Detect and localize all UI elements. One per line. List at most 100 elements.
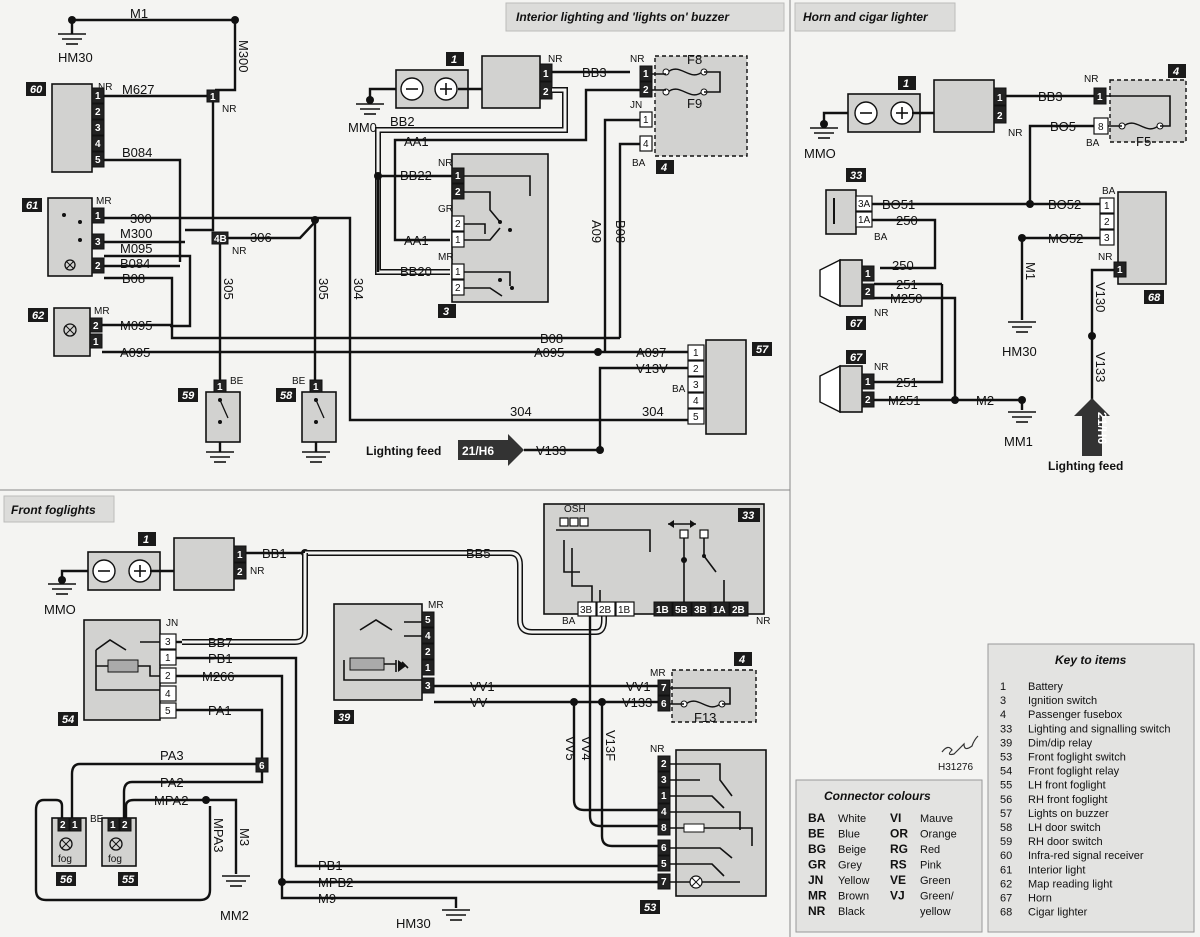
label-m627: M627 [122,82,155,97]
svg-text:1: 1 [543,69,549,80]
svg-text:BA: BA [632,158,646,169]
wire-m9 [280,882,458,908]
svg-text:NR: NR [650,744,664,755]
label-b08c: B08 [540,331,563,346]
svg-text:1: 1 [1097,92,1103,103]
svg-text:NR: NR [1084,74,1098,85]
connector-colour-name: Blue [838,829,860,841]
key-item-label: Ignition switch [1028,695,1097,707]
connector-colour-name: Yellow [838,875,869,887]
wire-304 [315,216,690,422]
svg-text:5B: 5B [675,605,688,616]
label-v133h: V133 [1093,352,1108,382]
key-item-number: 55 [1000,780,1012,792]
component-39-dimdip-relay: 39 MR 5 4 2 1 3 [333,600,444,724]
svg-text:7: 7 [661,683,667,694]
section-interior-title: Interior lighting and 'lights on' buzzer [505,2,785,32]
svg-text:BA: BA [874,232,888,243]
svg-text:fog: fog [108,854,122,865]
connector-colour-name: Red [920,844,940,856]
svg-text:3: 3 [693,380,699,391]
label-251a: 251 [896,277,918,292]
svg-text:1: 1 [643,115,649,126]
svg-text:BA: BA [1102,186,1116,197]
connector-colour-code: BG [808,842,826,856]
svg-text:3: 3 [661,775,667,786]
wire-vv5 [572,702,658,812]
wire-pb1 [176,656,658,868]
component-4-fusebox-horn: 4 NR 1 8 BA F5 [1084,64,1187,149]
svg-text:68: 68 [1148,292,1161,304]
svg-text:1A: 1A [858,215,871,226]
component-67-horn-a: 1 2 NR 67 [819,258,888,330]
svg-text:5: 5 [425,615,431,626]
key-item-number: 4 [1000,709,1006,721]
component-62-map-light: 62 MR 2 1 [28,306,110,357]
svg-text:NR: NR [874,308,888,319]
svg-text:fog: fog [58,854,72,865]
svg-text:1: 1 [455,267,461,278]
component-59-door-switch: 59 1 BE [178,376,244,463]
key-item-label: Passenger fusebox [1028,709,1123,721]
component-1-battery-fog: 1 1 2 NR [87,532,264,591]
ground-mm1: MM1 [1004,411,1036,449]
component-61-interior-light: 61 MR 1 3 2 [22,196,112,277]
connector-colour-code: NR [808,904,826,918]
wire-v130 [1090,268,1114,400]
key-item-label: Battery [1028,681,1063,693]
svg-text:56: 56 [60,874,73,886]
label-v13v: V13V [636,361,668,376]
label-pa3: PA3 [160,748,184,763]
label-vv1a: VV1 [470,679,495,694]
connector-colour-code: VI [890,811,901,825]
svg-text:33: 33 [742,510,754,522]
svg-text:61: 61 [26,200,38,212]
svg-text:2B: 2B [732,605,745,616]
svg-text:2: 2 [95,261,101,272]
wire-m250 [874,296,957,402]
ground-mmo-fog: MMO [44,583,76,617]
ground-hm30-top: HM30 [58,16,93,65]
label-a09: A09 [589,220,604,243]
svg-text:1: 1 [643,69,649,80]
connector-colour-name: Beige [838,844,866,856]
svg-text:NR: NR [1098,252,1112,263]
svg-text:60: 60 [30,84,43,96]
svg-text:1: 1 [165,653,171,664]
label-vv5: VV5 [563,736,578,761]
label-bb2: BB2 [390,114,415,129]
svg-text:1: 1 [693,348,699,359]
svg-text:21/H6: 21/H6 [1095,412,1109,444]
svg-text:JN: JN [166,618,178,629]
connector-colour-code: VE [890,873,906,887]
wire-250 [872,218,937,270]
label-m095: M095 [120,241,153,256]
connector-colour-name: Green/ [920,891,955,903]
svg-text:1: 1 [455,171,461,182]
svg-text:2: 2 [997,111,1003,122]
wire-m266 [176,674,284,882]
svg-text:4: 4 [661,807,667,818]
svg-text:59: 59 [182,390,195,402]
feed-arrow-lighting-horn: 21/H6 Lighting feed [1048,398,1123,473]
svg-text:33: 33 [850,170,862,182]
svg-text:4: 4 [643,139,649,150]
ground-hm30-fog: HM30 [396,909,470,931]
key-item-number: 3 [1000,695,1006,707]
key-item-number: 1 [1000,681,1006,693]
component-1-battery-horn: 1 1 2 NR [847,76,1022,139]
ground-hm30-horn: HM30 [1002,321,1037,359]
svg-text:4: 4 [738,654,745,666]
svg-text:2: 2 [93,321,99,332]
label-v130: V130 [1093,282,1108,312]
key-panel: Key to items [987,643,1195,933]
svg-text:5: 5 [165,706,171,717]
label-250b: 250 [892,258,914,273]
label-305a: 305 [221,278,236,300]
label-m095b: M095 [120,318,153,333]
svg-text:1A: 1A [713,605,726,616]
key-item-label: RH front foglight [1028,794,1107,806]
key-item-number: 60 [1000,850,1012,862]
